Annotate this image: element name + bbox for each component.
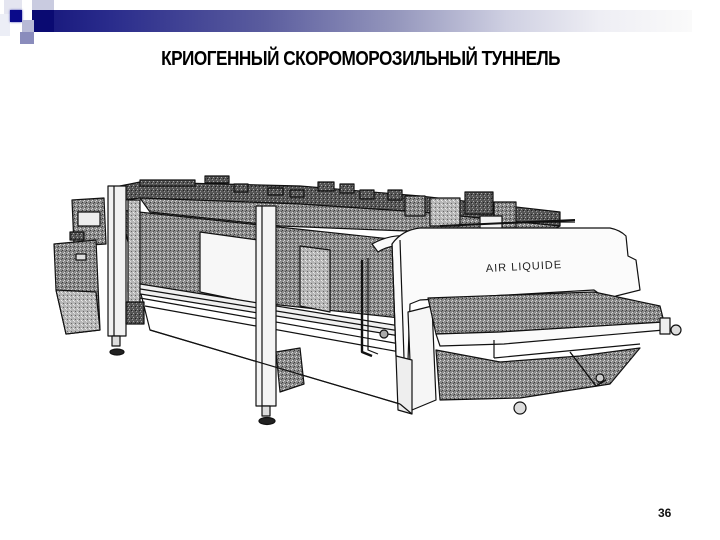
decor-square — [0, 14, 10, 36]
tunnel-illustration: AIR LIQUIDE — [53, 175, 682, 426]
decor-square — [20, 32, 34, 44]
slide-title: КРИОГЕННЫЙ СКОРОМОРОЗИЛЬНЫЙ ТУННЕЛЬ — [161, 48, 560, 70]
decor-square-accent — [10, 10, 22, 22]
page-number: 36 — [658, 506, 672, 520]
decor-square — [22, 20, 34, 32]
header-gradient-bar — [32, 10, 692, 32]
header-bar-accent — [32, 10, 54, 32]
brand-label: AIR LIQUIDE — [486, 259, 563, 275]
